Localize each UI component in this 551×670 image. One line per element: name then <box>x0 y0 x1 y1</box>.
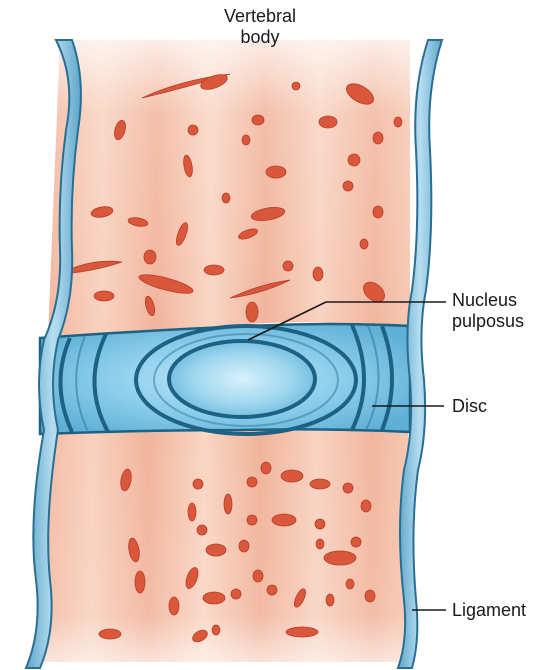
disc-label: Disc <box>452 396 487 417</box>
nucleus-pulposus-label: Nucleus pulposus <box>452 290 524 332</box>
vertebral-body-label: Vertebral body <box>200 6 320 48</box>
ligament-label: Ligament <box>452 600 526 621</box>
intervertebral-disc <box>40 324 410 434</box>
